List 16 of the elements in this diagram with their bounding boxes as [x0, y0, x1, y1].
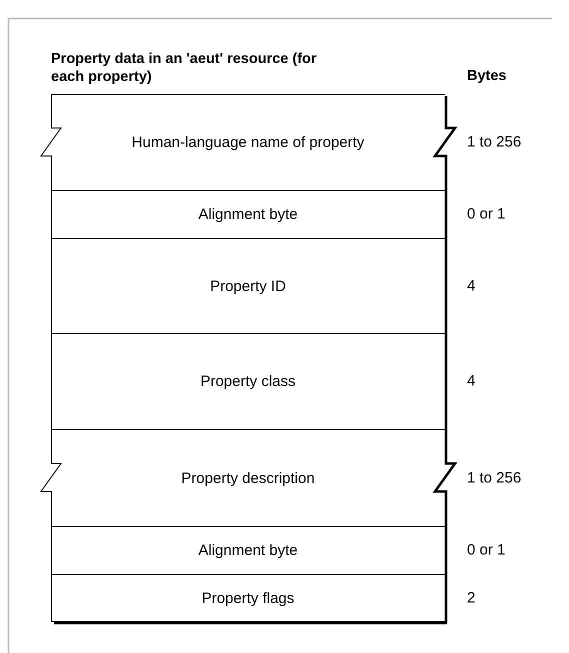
- diagram-title: Property data in an 'aeut' resource (for each property): [51, 50, 318, 86]
- field-name: Property description: [181, 470, 315, 486]
- field-name: Alignment byte: [198, 542, 298, 559]
- field-name: Alignment byte: [198, 206, 298, 223]
- column-heading: Bytes: [467, 68, 506, 84]
- field-name: Property class: [200, 373, 296, 390]
- byte-count: 4: [467, 372, 476, 390]
- byte-count: 0 or 1: [467, 542, 506, 558]
- field-name: Property flags: [202, 590, 294, 606]
- field-name: Human-language name of property: [132, 134, 364, 151]
- byte-count: 4: [467, 277, 476, 294]
- byte-count: 2: [467, 589, 476, 606]
- byte-count: 0 or 1: [467, 206, 506, 222]
- byte-count: 1 to 256: [467, 469, 522, 486]
- field-name: Property ID: [210, 278, 286, 294]
- byte-count: 1 to 256: [467, 134, 522, 150]
